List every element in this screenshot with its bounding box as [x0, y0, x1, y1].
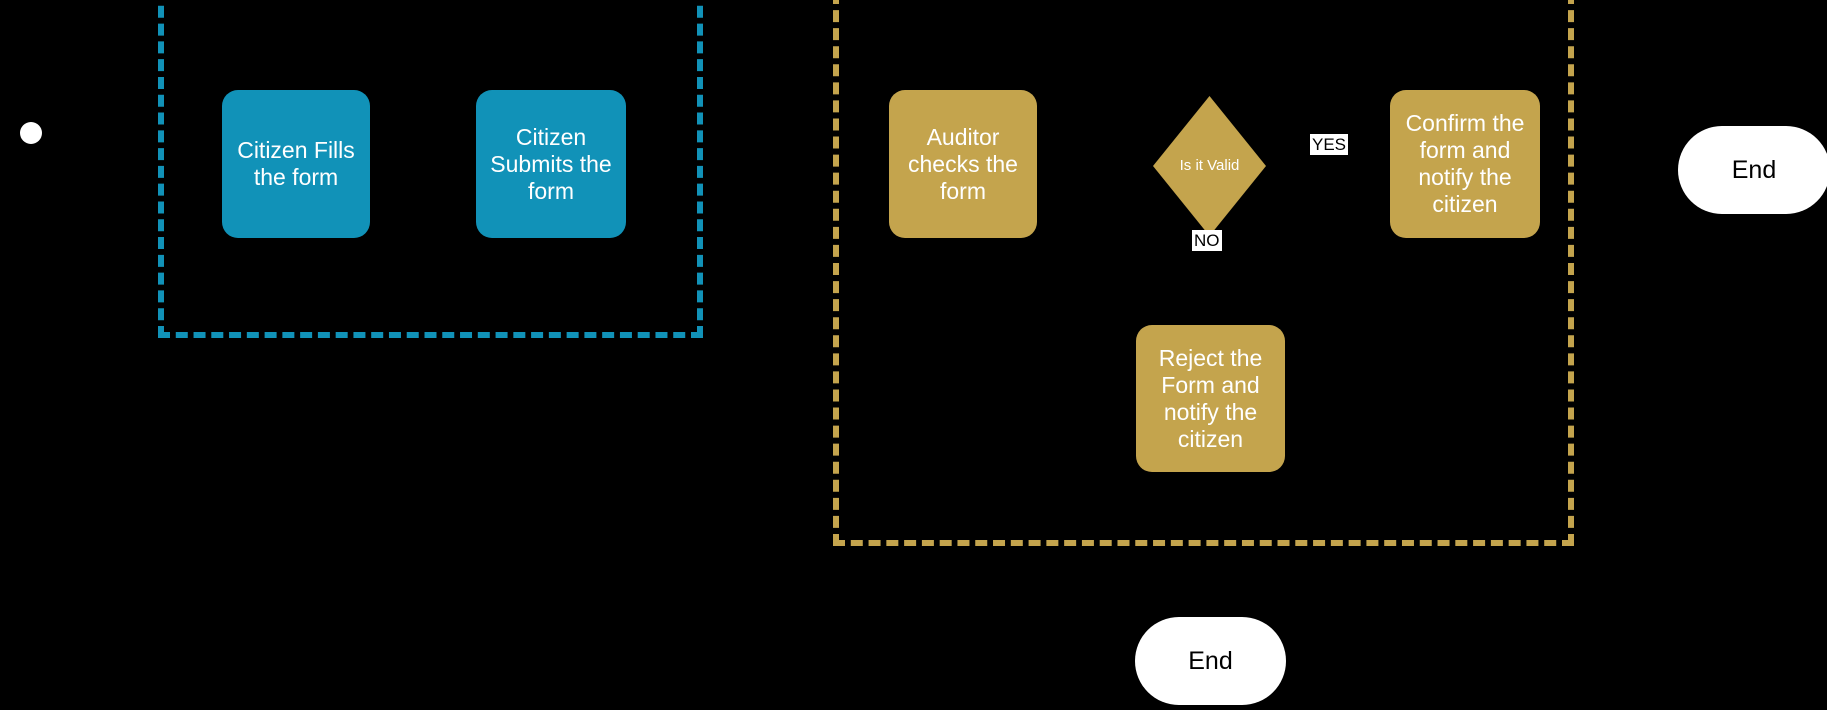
node-end-right[interactable]: End	[1678, 126, 1827, 214]
node-reject-the-form-and-notify-the-citizen[interactable]: Reject the Form and notify the citizen	[1136, 325, 1285, 472]
decision-label: Is it Valid	[1179, 157, 1240, 174]
node-decision-is-it-valid[interactable]: Is it Valid	[1153, 96, 1266, 236]
node-citizen-fills-the-form[interactable]: Citizen Fills the form	[222, 90, 370, 238]
edge-label-no: NO	[1192, 230, 1222, 251]
node-citizen-submits-the-form[interactable]: Citizen Submits the form	[476, 90, 626, 238]
edge-label-yes: YES	[1310, 134, 1349, 155]
node-end-bottom[interactable]: End	[1135, 617, 1286, 705]
start-event-dot[interactable]	[20, 122, 42, 144]
node-auditor-checks-the-form[interactable]: Auditor checks the form	[889, 90, 1037, 238]
node-confirm-the-form-and-notify-the-citizen[interactable]: Confirm the form and notify the citizen	[1390, 90, 1540, 238]
lane-citizen[interactable]	[158, 0, 703, 338]
lane-auditor[interactable]	[833, 0, 1574, 546]
